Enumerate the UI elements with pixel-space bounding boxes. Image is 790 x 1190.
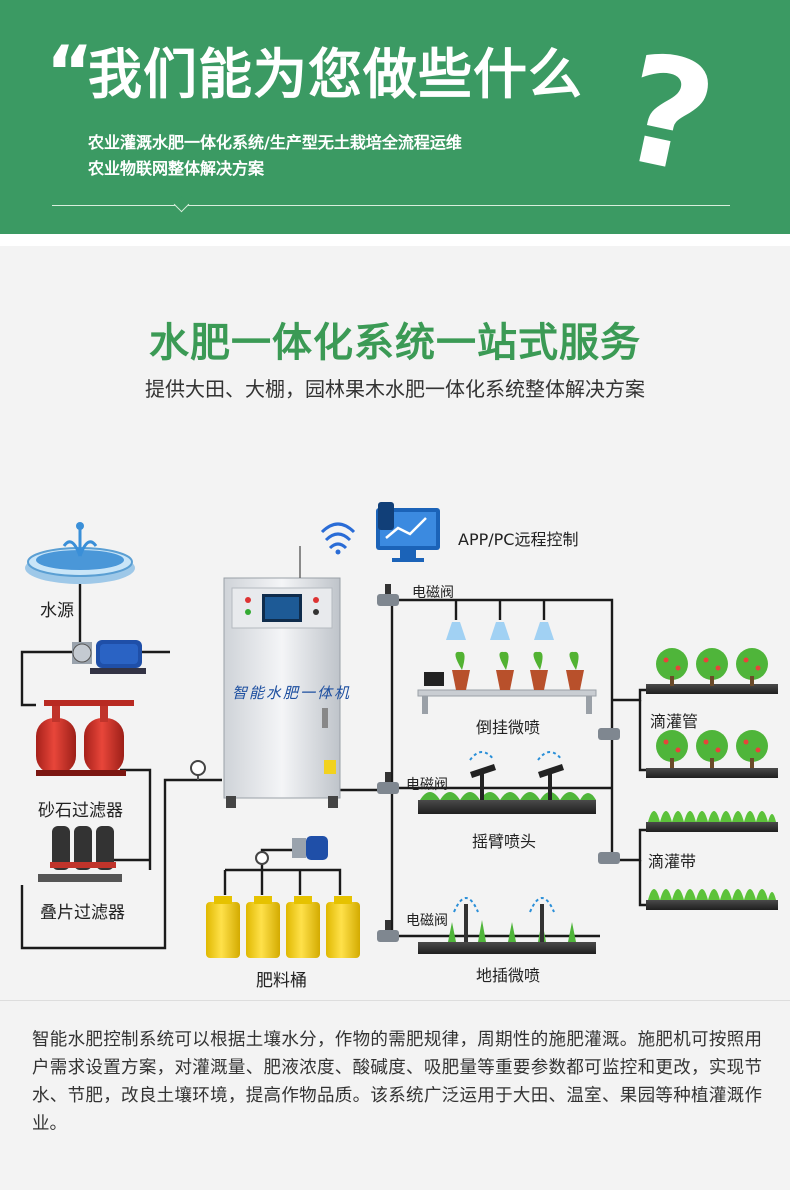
label-hanging-spray: 倒挂微喷: [476, 718, 541, 737]
pipe-top-branch: [392, 598, 614, 700]
ground-spray-system: [418, 897, 596, 954]
pump-icon: [72, 640, 146, 674]
header-divider: [52, 205, 730, 206]
fountain-icon: [25, 522, 135, 584]
drip-tape-system: [646, 811, 778, 910]
header-title: 我们能为您做些什么: [88, 43, 583, 106]
pipe-hanging-drops: [454, 600, 546, 620]
label-rocker-sprinkler: 摇臂喷头: [472, 832, 537, 851]
label-valve-2: 电磁阀: [406, 777, 448, 793]
plant-icon: [452, 651, 584, 690]
label-sand-filter: 砂石过滤器: [38, 801, 123, 821]
smart-fertigation-machine: [223, 546, 341, 808]
pipe-sand-to-disc: [120, 768, 152, 870]
gauge-icon: [190, 760, 206, 780]
wifi-icon: [320, 522, 356, 555]
content-panel: [0, 246, 790, 1190]
label-drip-pipe: 滴灌管: [650, 712, 699, 731]
label-fertilizer-bucket: 肥料桶: [256, 971, 307, 991]
rocker-sprinkler-system: [418, 751, 596, 814]
separator: [0, 234, 790, 246]
section-subtitle: 提供大田、大棚，园林果木水肥一体化系统整体解决方案: [145, 377, 645, 401]
label-drip-tape: 滴灌带: [648, 852, 697, 871]
description-text: 智能水肥控制系统可以根据土壤水分，作物的需肥规律，周期性的施肥灌溉。施肥机可按照…: [32, 1030, 762, 1134]
pipe-network: [20, 580, 660, 950]
drip-pipe-system: [646, 648, 778, 778]
label-disc-filter: 叠片过滤器: [40, 903, 125, 923]
label-ground-spray: 地插微喷: [476, 966, 541, 985]
pipe-bucket-manifold: [223, 868, 342, 895]
header-subtitle-1: 农业灌溉水肥一体化系统/生产型无土栽培全流程运维: [88, 133, 462, 152]
label-valve-3: 电磁阀: [406, 913, 448, 929]
fertilizer-buckets: [206, 896, 360, 958]
label-remote-control: APP/PC远程控制: [458, 530, 579, 549]
quote-mark: “: [46, 30, 94, 114]
pipe-to-machine: [20, 778, 222, 950]
disc-filter-units: [38, 826, 122, 882]
sprinkler-icon: [470, 764, 564, 800]
label-machine: 智能水肥一体机: [232, 684, 352, 702]
header-banner: “ 我们能为您做些什么 农业灌溉水肥一体化系统/生产型无土栽培全流程运维 农业物…: [0, 0, 790, 234]
valve-icon: [377, 584, 620, 942]
sand-filter-tanks: [36, 700, 134, 776]
tree-icon: [656, 648, 768, 768]
label-valve-1: 电磁阀: [412, 585, 454, 601]
monitor-chart-icon: [376, 502, 440, 562]
label-water-source: 水源: [40, 601, 74, 621]
header-subtitle-2: 农业物联网整体解决方案: [88, 159, 265, 178]
pipe-source-to-filter: [20, 580, 82, 707]
description-divider: [0, 1000, 790, 1001]
pump-icon: [255, 836, 328, 865]
section-title: 水肥一体化系统一站式服务: [149, 320, 641, 366]
hanging-spray-system: [417, 622, 597, 714]
